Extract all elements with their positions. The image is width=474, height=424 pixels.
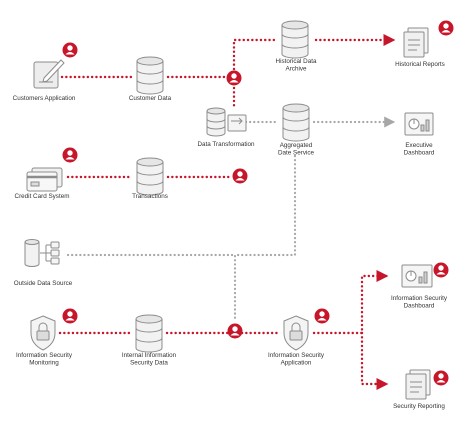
connector-hub-to-historical-archive	[232, 38, 278, 71]
pii-badges	[62, 20, 454, 386]
node-icons	[24, 20, 434, 400]
database-icon[interactable]	[136, 56, 164, 95]
lock-shield-icon[interactable]	[283, 315, 309, 351]
database-icon[interactable]	[136, 157, 164, 196]
person-pii-icon	[232, 168, 248, 184]
database-icon[interactable]	[135, 314, 163, 353]
connector-security-app-to-dashboards	[312, 270, 389, 335]
person-pii-icon	[314, 308, 330, 324]
node-labels: Customers Application Customer Data Hist…	[13, 58, 448, 410]
connector-security-app-to-reporting	[360, 331, 389, 390]
person-pii-icon	[62, 147, 78, 163]
label-outside-data-source: Outside Data Source	[14, 280, 73, 287]
person-pii-icon	[62, 42, 78, 58]
person-pii-icon	[62, 308, 78, 324]
dashboard-icon[interactable]	[404, 112, 434, 136]
hierarchy-icon[interactable]	[24, 239, 60, 267]
database-icon[interactable]	[281, 20, 309, 59]
form-edit-icon[interactable]	[33, 59, 65, 89]
lock-shield-icon[interactable]	[30, 315, 56, 351]
report-document-icon[interactable]	[403, 27, 429, 58]
label-data-transformation: Data Transformation	[197, 141, 255, 148]
label-credit-card-system: Credit Card System	[15, 193, 70, 200]
person-pii-icon	[226, 70, 242, 86]
data-transform-icon[interactable]	[206, 107, 247, 137]
label-historical-reports: Historical Reports	[395, 61, 445, 68]
report-document-icon[interactable]	[405, 369, 431, 400]
label-customers-application: Customers Application	[13, 95, 76, 102]
connector-outside-source-to-main	[66, 253, 237, 322]
person-pii-icon	[227, 323, 243, 339]
person-pii-icon	[438, 20, 454, 36]
connector-aggregated-down	[233, 154, 297, 257]
person-pii-icon	[433, 370, 449, 386]
database-icon[interactable]	[282, 103, 310, 142]
label-transactions: Transactions	[132, 193, 168, 200]
person-pii-icon	[433, 262, 449, 278]
label-security-reporting: Security Reporting	[393, 403, 445, 410]
label-customer-data: Customer Data	[129, 95, 172, 102]
credit-card-icon[interactable]	[26, 167, 63, 192]
connectors	[58, 34, 396, 390]
dashboard-icon[interactable]	[401, 264, 433, 288]
